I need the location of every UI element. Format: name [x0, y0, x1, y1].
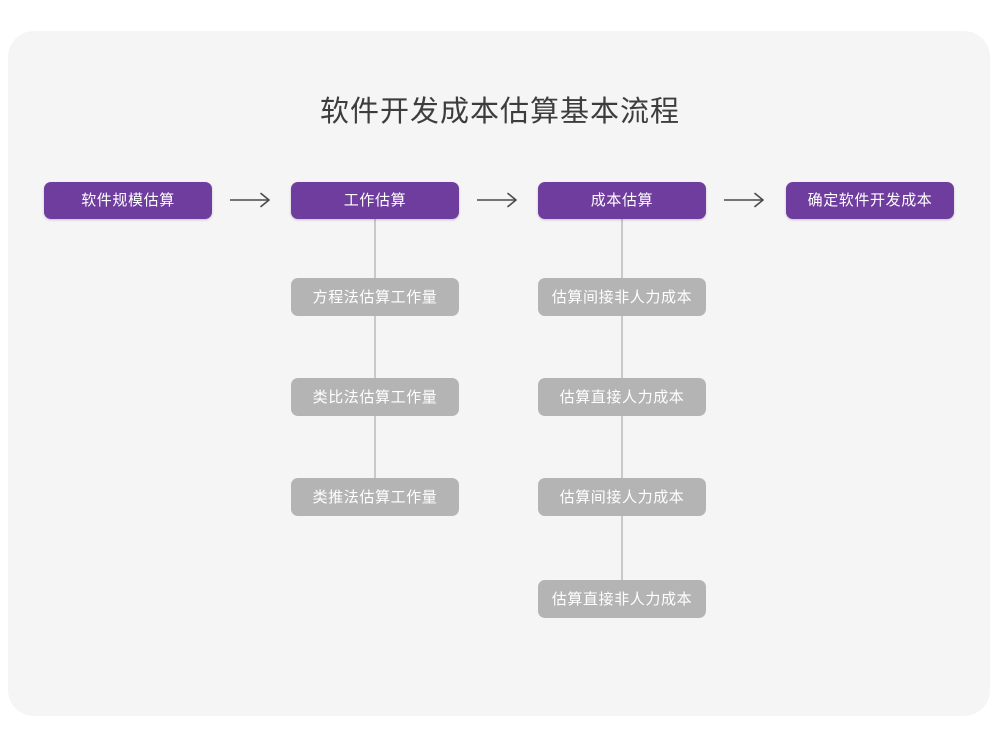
connector-line-effort-branch [374, 219, 376, 499]
page-title: 软件开发成本估算基本流程 [319, 96, 680, 128]
flow-node-effort-estimation[interactable]: 工作估算 [291, 182, 459, 219]
branch-node-direct-labor-cost[interactable]: 估算直接人力成本 [538, 378, 706, 416]
branch-node-label: 估算间接非人力成本 [551, 288, 693, 306]
arrow-right-icon-3 [722, 190, 770, 210]
branch-node-label: 类比法估算工作量 [312, 388, 438, 406]
arrow-right-icon-2 [475, 190, 523, 210]
branch-node-label: 类推法估算工作量 [312, 488, 438, 506]
flow-node-label: 成本估算 [590, 192, 654, 209]
flow-node-determine-development-cost[interactable]: 确定软件开发成本 [786, 182, 954, 219]
flow-node-software-scale-estimation[interactable]: 软件规模估算 [44, 182, 212, 219]
branch-node-analogy-method-effort[interactable]: 类比法估算工作量 [291, 378, 459, 416]
branch-node-label: 估算直接人力成本 [559, 388, 685, 406]
branch-node-label: 估算间接人力成本 [559, 488, 685, 506]
flow-node-label: 软件规模估算 [81, 192, 175, 209]
flow-node-cost-estimation[interactable]: 成本估算 [538, 182, 706, 219]
arrow-right-icon-1 [228, 190, 276, 210]
branch-node-inference-method-effort[interactable]: 类推法估算工作量 [291, 478, 459, 516]
branch-node-equation-method-effort[interactable]: 方程法估算工作量 [291, 278, 459, 316]
flow-node-label: 工作估算 [343, 192, 407, 209]
content-panel [8, 31, 990, 716]
branch-node-label: 方程法估算工作量 [312, 288, 438, 306]
branch-node-indirect-nonlabor-cost[interactable]: 估算间接非人力成本 [538, 278, 706, 316]
branch-node-indirect-labor-cost[interactable]: 估算间接人力成本 [538, 478, 706, 516]
branch-node-label: 估算直接非人力成本 [551, 590, 693, 608]
flow-node-label: 确定软件开发成本 [807, 192, 933, 209]
branch-node-direct-nonlabor-cost[interactable]: 估算直接非人力成本 [538, 580, 706, 618]
